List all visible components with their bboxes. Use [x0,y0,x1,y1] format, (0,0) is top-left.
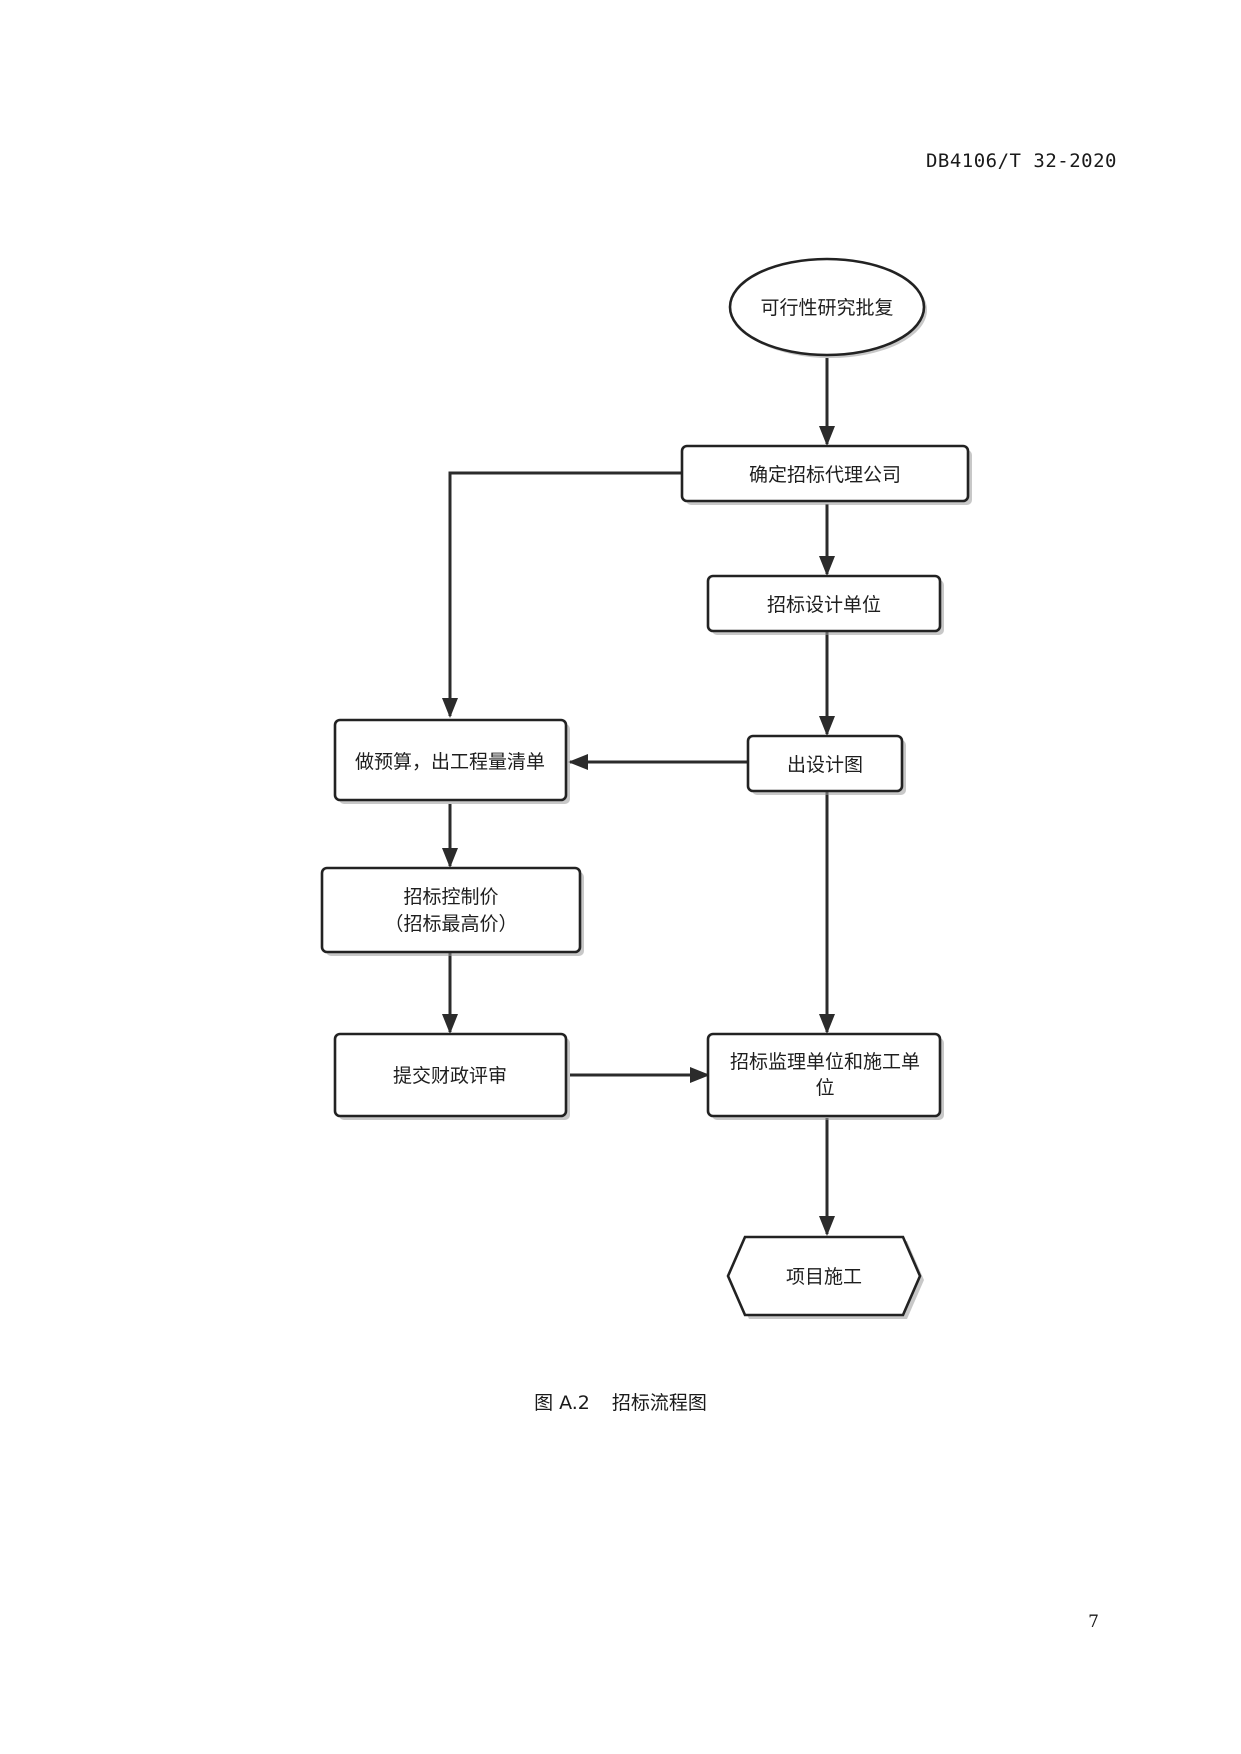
connectors [442,358,835,1236]
page-number: 7 [1088,1612,1099,1632]
node-start-label: 可行性研究批复 [760,297,893,319]
node-drawings: 出设计图 [746,734,906,795]
node-project-start: 项目施工 [726,1235,924,1319]
node-design-bid: 招标设计单位 [706,574,944,635]
node-project-start-label: 项目施工 [786,1266,862,1288]
node-design-bid-label: 招标设计单位 [767,594,881,616]
node-agency: 确定招标代理公司 [680,444,972,505]
node-budget-label: 做预算，出工程量清单 [355,751,545,773]
node-construction-bid-line-1: 招标监理单位和施工单 [730,1051,920,1073]
node-budget: 做预算，出工程量清单 [333,718,570,804]
arrow-agency-to-budget [442,471,682,718]
node-control-price: 招标控制价 （招标最高价） [320,866,584,956]
node-control-price-line-2: （招标最高价） [384,913,517,935]
figure-title: 招标流程图 [611,1392,707,1414]
node-agency-label: 确定招标代理公司 [749,464,901,486]
node-finance-review: 提交财政评审 [333,1032,570,1120]
node-construction-bid: 招标监理单位和施工单 位 [706,1032,944,1120]
node-construction-bid-line-2: 位 [815,1077,834,1099]
document-code: DB4106/T 32-2020 [925,150,1117,172]
node-control-price-line-1: 招标控制价 [403,886,498,908]
node-start: 可行性研究批复 [728,257,927,358]
figure-caption: 图 A.2 招标流程图 [0,1388,1241,1415]
node-drawings-label: 出设计图 [787,754,863,776]
figure-number: 图 A.2 [534,1392,590,1414]
node-finance-review-label: 提交财政评审 [393,1065,507,1087]
